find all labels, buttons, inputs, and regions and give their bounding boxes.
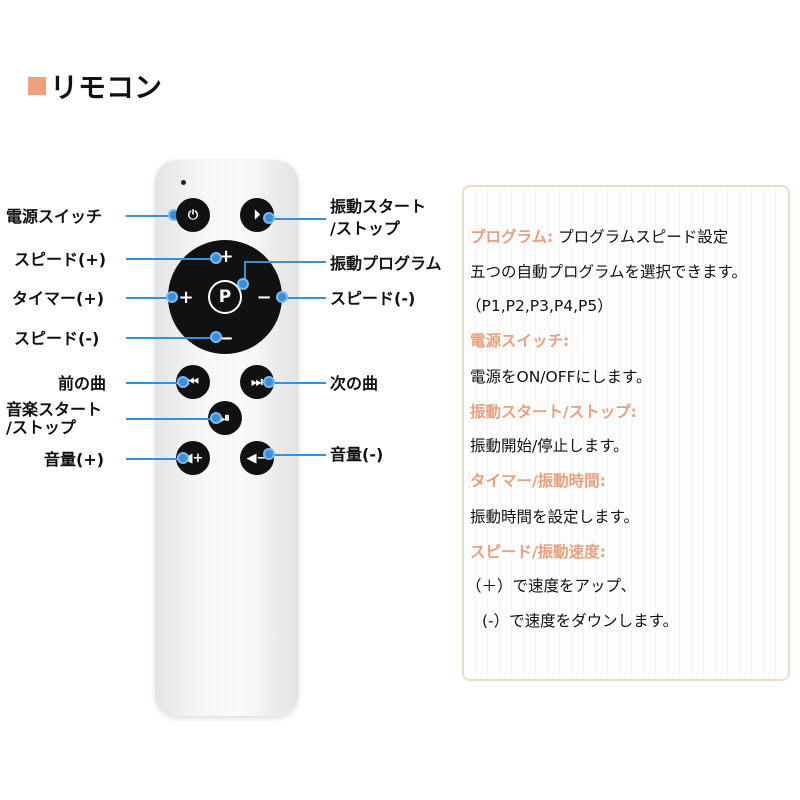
power-icon: ⏻ [187, 207, 199, 223]
info-text: （P1,P2,P3,P4,P5） [466, 297, 613, 315]
callout-line [126, 258, 216, 260]
square-bullet-icon [28, 77, 46, 95]
timer-minus-button[interactable]: − [256, 286, 272, 308]
speed-plus-button[interactable]: + [218, 245, 234, 267]
label-vibration-1: 振動スタート [330, 197, 427, 216]
label-music-2: /ストップ [6, 418, 76, 437]
callout-dot [177, 452, 189, 464]
callout-dot [210, 252, 222, 264]
label-prev: 前の曲 [58, 374, 107, 393]
callout-line [126, 458, 182, 460]
info-panel [462, 185, 790, 681]
title-text: リモコン [50, 71, 163, 104]
callout-dot [210, 331, 222, 343]
play-pause-icon: ⏯ [219, 410, 231, 426]
info-program: プログラム: プログラムスピード設定 [470, 225, 728, 247]
volume-down-icon: ◀− [246, 450, 268, 466]
label-power: 電源スイッチ [6, 207, 103, 226]
callout-line [244, 261, 246, 283]
program-button[interactable]: P [208, 280, 242, 314]
heading: プログラム: [470, 228, 554, 246]
callout-line [126, 215, 172, 217]
callout-dot [177, 376, 189, 388]
info-text: 振動開始/停止します。 [470, 437, 629, 455]
play-icon: ⏵ [253, 207, 261, 223]
callout-line [268, 218, 326, 220]
speed-minus-button[interactable]: − [218, 327, 234, 349]
prev-icon: ⏮ [187, 374, 199, 390]
info-text: （＋）で速度をアップ、 [466, 577, 637, 595]
callout-line [126, 297, 170, 299]
callout-dot [263, 448, 275, 460]
volume-down-button[interactable]: ◀− [240, 441, 274, 475]
label-timer-plus: タイマー(+) [12, 289, 105, 308]
callout-line [244, 261, 326, 263]
program-p-icon: P [218, 287, 232, 307]
callout-line [268, 454, 326, 456]
page-title: リモコン [28, 66, 162, 106]
timer-plus-button[interactable]: + [178, 286, 194, 308]
label-vibration-2: /ストップ [330, 219, 400, 238]
callout-dot [166, 291, 178, 303]
info-text: 五つの自動プログラムを選択できます。 [470, 263, 747, 281]
callout-line [126, 382, 182, 384]
label-program: 振動プログラム [330, 254, 442, 273]
callout-line [268, 382, 326, 384]
callout-dot [210, 412, 222, 424]
info-heading: スピード/振動速度: [470, 543, 606, 561]
callout-dot [263, 376, 275, 388]
label-speed-minus-left: スピード(-) [14, 329, 100, 348]
next-icon: ⏭ [251, 374, 263, 390]
label-volume-down: 音量(-) [330, 445, 384, 464]
text: プログラムスピード設定 [558, 228, 729, 246]
label-volume-up: 音量(+) [44, 450, 105, 469]
callout-dot [263, 212, 275, 224]
info-text: 振動時間を設定します。 [470, 508, 639, 526]
callout-dot [276, 291, 288, 303]
info-heading: タイマー/振動時間: [470, 472, 606, 490]
led-indicator [181, 180, 186, 185]
power-button[interactable]: ⏻ [176, 198, 210, 232]
info-text: (-）で速度をダウンします。 [482, 612, 679, 630]
label-speed-minus-right: スピード(-) [330, 289, 416, 308]
callout-dot [237, 278, 249, 290]
callout-line [126, 418, 216, 420]
prev-track-button[interactable]: ⏮ [176, 365, 210, 399]
info-heading: 振動スタート/ストップ: [470, 403, 637, 421]
callout-line [282, 297, 326, 299]
callout-line [126, 337, 216, 339]
info-heading: 電源スイッチ: [470, 332, 570, 350]
label-speed-plus: スピード(+) [14, 250, 107, 269]
label-music-1: 音楽スタート [6, 400, 103, 419]
info-text: 電源をON/OFFにします。 [470, 368, 652, 386]
label-next: 次の曲 [330, 374, 379, 393]
